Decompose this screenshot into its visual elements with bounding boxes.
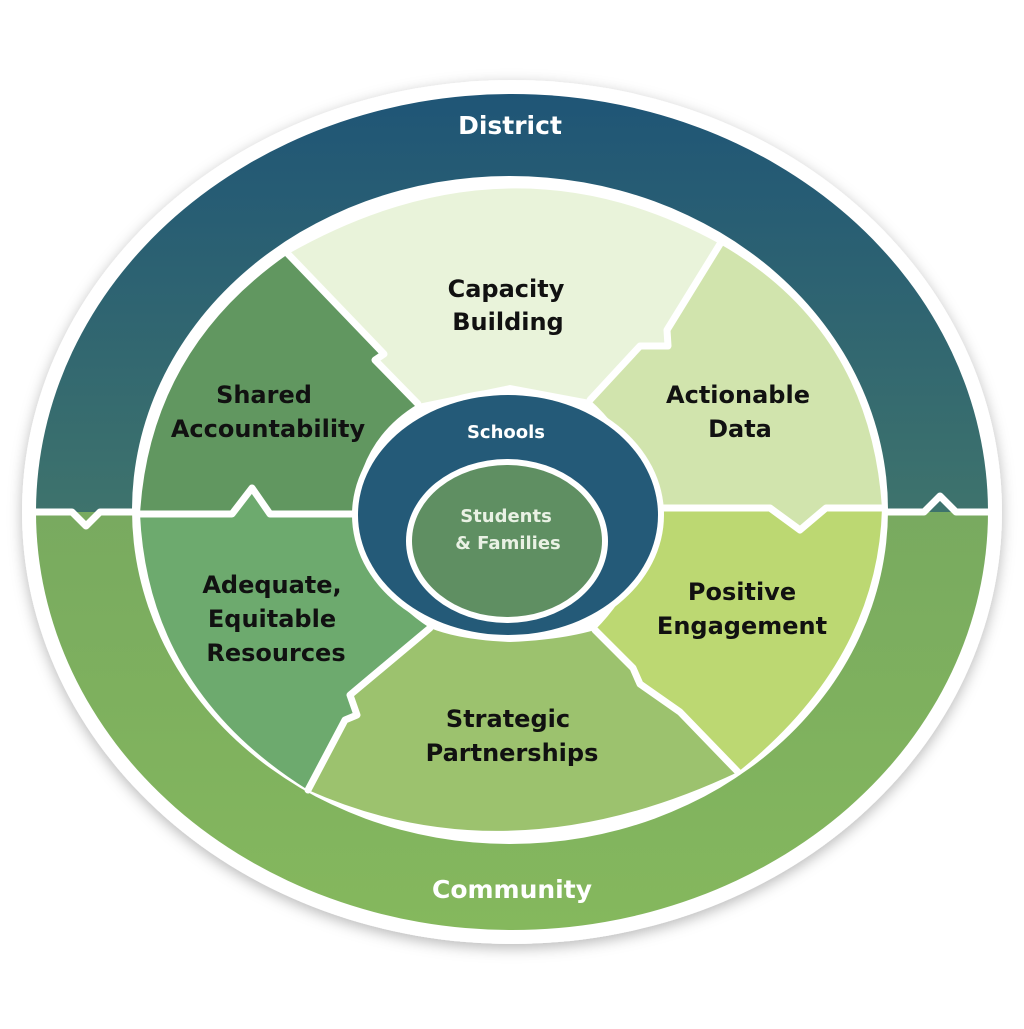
adequate-resources-line-1: Adequate, [202, 571, 341, 599]
district-label: District [458, 111, 562, 140]
segment-seams [136, 240, 886, 794]
community-label: Community [432, 875, 592, 904]
segment-adequate-resources [140, 488, 430, 790]
segment-capacity-building [288, 188, 720, 404]
strategic-partnerships-line-2: Partnerships [426, 739, 599, 767]
band-separator-right [884, 492, 990, 516]
adequate-resources-line-3: Resources [206, 639, 345, 667]
segment-strategic-partnerships [308, 628, 738, 831]
adequate-resources-line-2: Equitable [208, 605, 336, 633]
positive-engagement-line-2: Engagement [657, 612, 827, 640]
capacity-building-line-1: Capacity [448, 275, 565, 303]
inner-circle [412, 465, 602, 617]
capacity-building-line-2: Building [452, 308, 564, 336]
students-families-line-1: Students [460, 506, 552, 527]
students-families-line-2: & Families [455, 533, 561, 554]
positive-engagement-line-1: Positive [688, 578, 796, 606]
shared-accountability-line-2: Accountability [171, 415, 366, 443]
segment-actionable-data [590, 244, 882, 530]
actionable-data-line-1: Actionable [666, 381, 810, 409]
schools-label: Schools [467, 422, 545, 443]
segment-positive-engagement [595, 508, 882, 772]
shared-accountability-line-1: Shared [216, 381, 312, 409]
strategic-partnerships-line-1: Strategic [446, 705, 570, 733]
actionable-data-line-2: Data [708, 415, 772, 443]
band-separator-left [36, 508, 136, 530]
